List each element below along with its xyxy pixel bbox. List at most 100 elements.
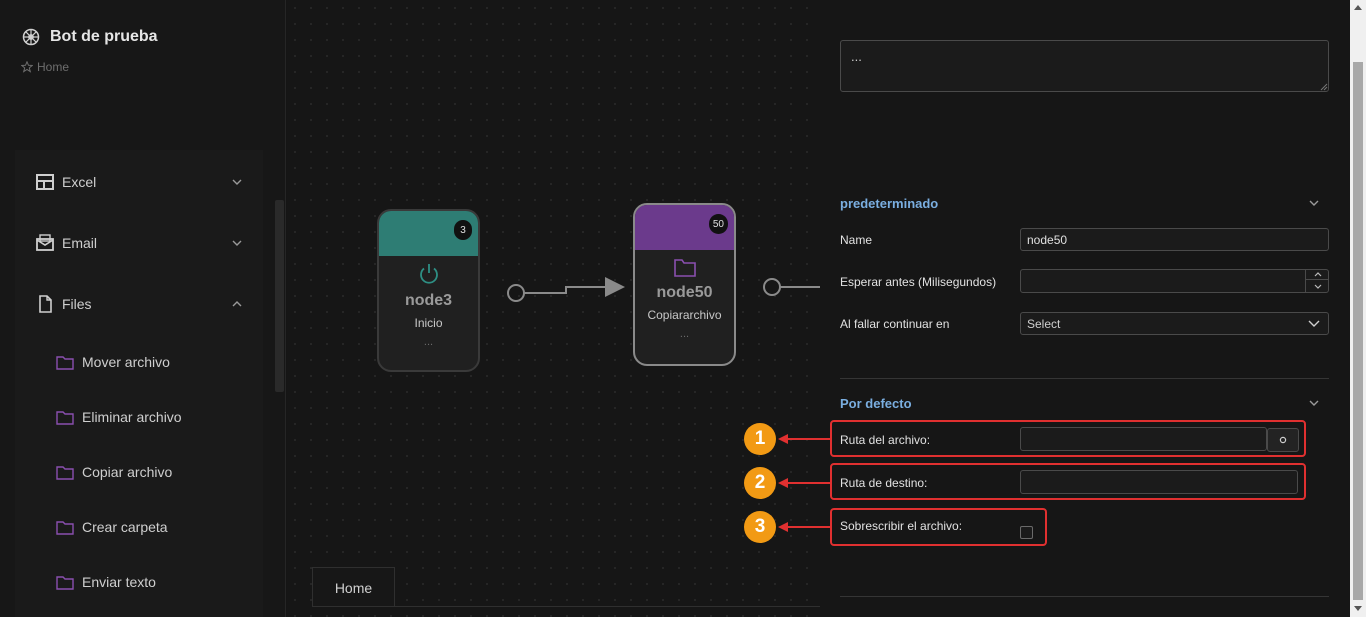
section-divider (840, 378, 1329, 379)
node-title: node50 (656, 284, 713, 301)
stepper-up-button[interactable] (1306, 269, 1329, 280)
sidebar: Bot de prueba Home Excel (0, 0, 286, 617)
folder-icon (56, 356, 74, 370)
connector-layer (507, 277, 820, 302)
node-header: 3 (379, 211, 478, 256)
output-port (763, 278, 781, 296)
section-title-por-defecto[interactable]: Por defecto (840, 396, 912, 411)
flow-node-start[interactable]: 3 node3 Inicio ... (377, 209, 480, 372)
helm-icon (22, 28, 40, 46)
fail-label: Al fallar continuar en (840, 317, 950, 331)
folder-icon (56, 411, 74, 425)
brand: Bot de prueba (22, 28, 158, 46)
star-icon (21, 61, 33, 73)
palette-item-label: Mover archivo (82, 354, 170, 370)
wait-input[interactable] (1020, 269, 1329, 293)
fail-select[interactable]: Select (1020, 312, 1329, 335)
folder-icon (56, 576, 74, 590)
annotation-arrowhead (778, 478, 788, 488)
flow-canvas[interactable]: 3 node3 Inicio ... 50 node50 Copiararchi… (287, 0, 820, 617)
menu-group-label: Email (62, 235, 98, 251)
description-textarea[interactable]: ... (840, 40, 1329, 92)
folder-icon (673, 259, 696, 277)
name-input[interactable]: node50 (1020, 228, 1329, 251)
chevron-down-icon (232, 179, 242, 185)
node-subtitle: Inicio (414, 316, 443, 330)
power-icon (419, 264, 438, 284)
sidebar-scrollbar[interactable] (275, 200, 284, 392)
annotation-arrowhead (778, 434, 788, 444)
menu-group-email[interactable]: Email (15, 213, 263, 273)
scroll-up-icon[interactable] (1354, 4, 1362, 10)
scroll-down-icon[interactable] (1354, 606, 1362, 612)
destination-path-label: Ruta de destino: (840, 476, 928, 490)
wait-stepper[interactable] (1305, 269, 1329, 293)
palette-item-label: Enviar texto (82, 574, 156, 590)
annotation-arrows (778, 434, 830, 532)
properties-panel: ... predeterminado Name node50 Esperar a… (820, 0, 1350, 617)
menu-group-files[interactable]: Files (15, 274, 263, 334)
node-subtitle: Copiararchivo (647, 308, 722, 322)
palette-item-eliminar-archivo[interactable]: Eliminar archivo (15, 392, 263, 442)
destination-path-input[interactable] (1020, 470, 1298, 494)
table-icon (36, 174, 54, 190)
resize-handle-icon[interactable] (1320, 83, 1328, 91)
tab-home[interactable]: Home (312, 567, 395, 607)
page-scrollbar[interactable] (1350, 0, 1366, 617)
wait-label: Esperar antes (Milisegundos) (840, 275, 997, 289)
chevron-down-icon (1314, 284, 1321, 289)
menu-group-label: Excel (62, 174, 97, 190)
chevron-down-icon[interactable] (1308, 397, 1320, 409)
annotation-box-1 (830, 420, 1306, 457)
flow-node-copiar-archivo[interactable]: 50 node50 Copiararchivo ... (633, 203, 736, 366)
source-path-input[interactable] (1020, 427, 1267, 451)
mail-icon (36, 234, 54, 251)
source-path-label: Ruta del archivo: (840, 433, 931, 447)
annotation-box-2 (830, 463, 1306, 500)
annotation-number-1: 1 (744, 423, 776, 455)
breadcrumb[interactable]: Home (21, 60, 69, 74)
file-picker-button[interactable] (1267, 428, 1299, 452)
node-badge: 50 (708, 214, 728, 234)
chevron-up-icon (232, 301, 242, 307)
section-divider (840, 596, 1329, 597)
menu-group-label: Files (62, 296, 92, 312)
name-label: Name (840, 233, 873, 247)
scrollbar-thumb[interactable] (1353, 62, 1363, 600)
chevron-down-icon (232, 240, 242, 246)
palette-item-enviar-texto[interactable]: Enviar texto (15, 557, 263, 607)
folder-icon (56, 466, 74, 480)
annotation-number-2: 2 (744, 467, 776, 499)
section-title-predeterminado[interactable]: predeterminado (840, 196, 939, 211)
stepper-down-button[interactable] (1306, 281, 1329, 292)
node-more: ... (423, 336, 434, 348)
node-badge: 3 (454, 220, 472, 240)
node-more: ... (679, 328, 690, 340)
palette-item-label: Copiar archivo (82, 464, 173, 480)
edge-arrow (605, 277, 625, 297)
chevron-down-icon[interactable] (1308, 197, 1320, 209)
node-header: 50 (635, 205, 734, 250)
menu-group-excel[interactable]: Excel (15, 152, 263, 212)
file-icon (39, 295, 52, 313)
annotation-box-3 (830, 508, 1047, 546)
folder-icon (56, 521, 74, 535)
annotation-number-3: 3 (744, 511, 776, 543)
chevron-up-icon (1314, 272, 1321, 277)
app-title: Bot de prueba (50, 28, 158, 45)
browse-icon (1279, 436, 1287, 444)
node-title: node3 (404, 292, 453, 309)
chevron-down-icon (1308, 320, 1320, 327)
breadcrumb-home[interactable]: Home (37, 60, 70, 74)
overwrite-label: Sobrescribir el archivo: (840, 519, 963, 533)
overwrite-checkbox[interactable] (1020, 526, 1033, 539)
palette-item-copiar-archivo[interactable]: Copiar archivo (15, 447, 263, 497)
palette-menu: Excel Email Files (15, 150, 263, 617)
palette-item-crear-carpeta[interactable]: Crear carpeta (15, 502, 263, 552)
palette-item-mover-archivo[interactable]: Mover archivo (15, 337, 263, 387)
annotation-arrowhead (778, 522, 788, 532)
palette-item-label: Crear carpeta (82, 519, 168, 535)
fail-select-value: Select (1027, 316, 1061, 331)
palette-item-label: Eliminar archivo (82, 409, 182, 425)
output-port (507, 284, 525, 302)
